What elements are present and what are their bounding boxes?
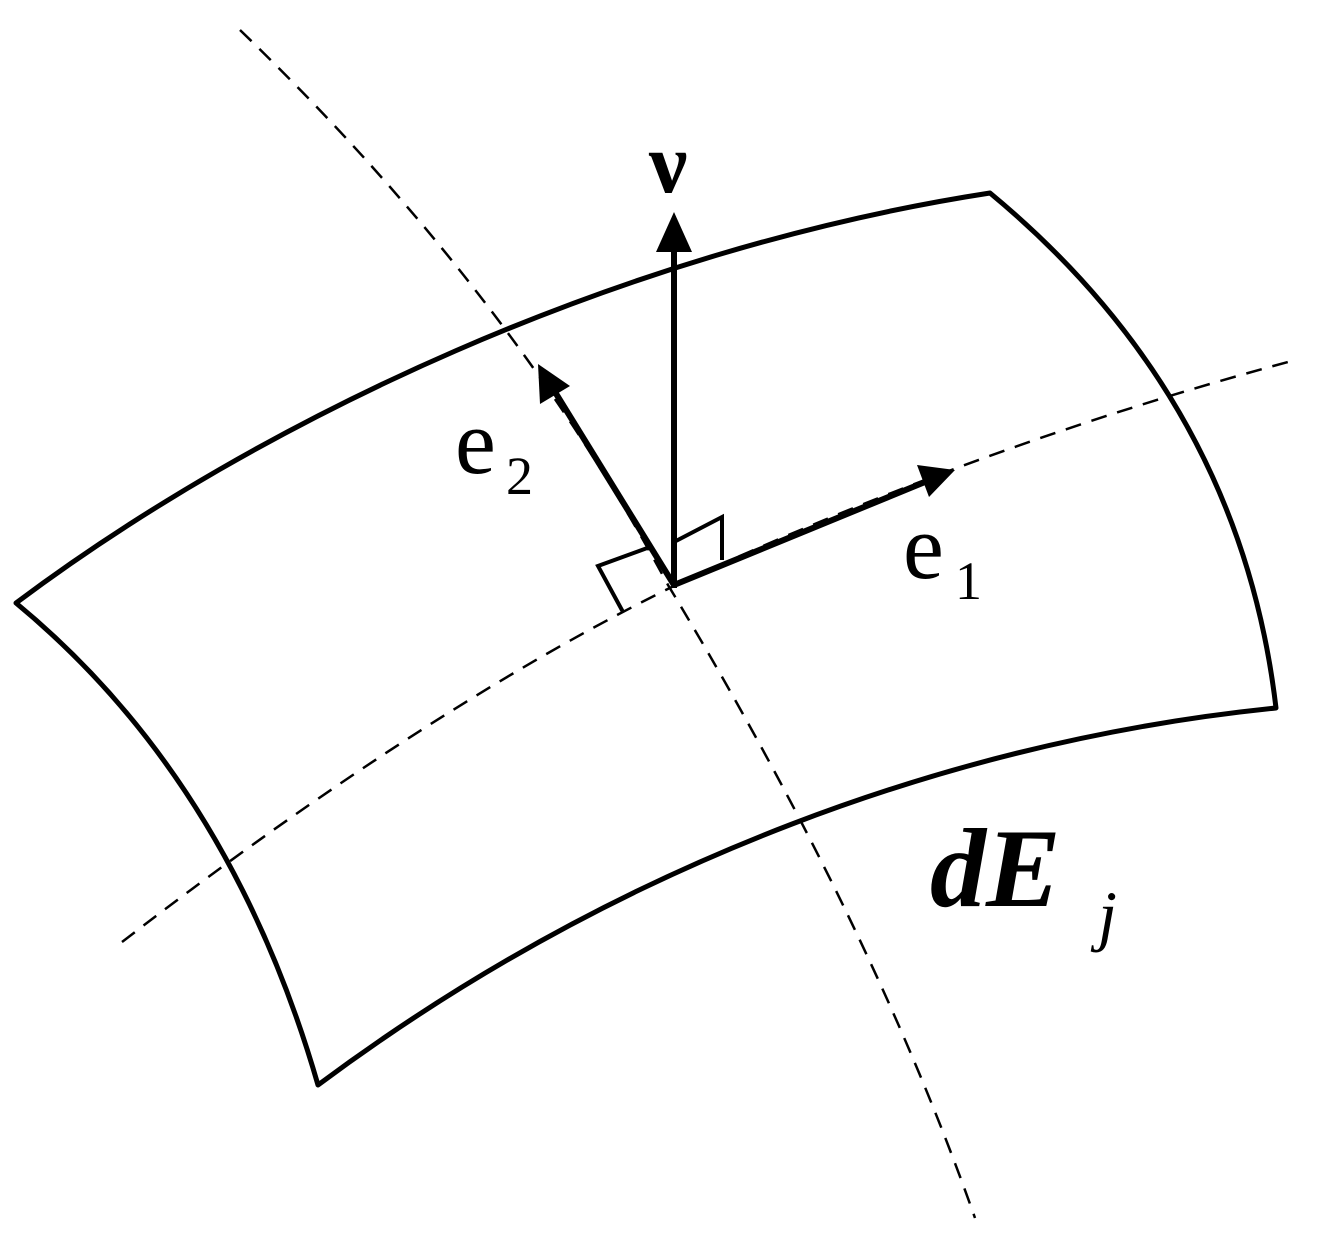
tangent-vector-e2-arrowhead	[538, 364, 570, 404]
label-surface-element: dE	[930, 807, 1061, 931]
label-e1: e	[903, 496, 944, 598]
normal-vector-nu-arrowhead	[656, 212, 692, 252]
tangent-vector-e2	[552, 390, 677, 587]
dashed-curve-e2-direction	[239, 29, 977, 1219]
tangent-vector-e1	[672, 479, 927, 588]
label-e2-subscript: 2	[506, 446, 533, 506]
label-e1-subscript: 1	[955, 551, 982, 611]
label-e2: e	[455, 391, 496, 493]
right-angle-marker-e2-e1	[595, 545, 651, 613]
tangent-vector-e1-arrowhead	[917, 465, 955, 497]
surface-patch-outline	[13, 190, 1279, 1088]
dashed-curve-e1-direction	[121, 360, 1289, 943]
right-angle-marker-e1-nu	[673, 513, 724, 560]
label-nu: ν	[648, 115, 687, 211]
label-surface-element-subscript: j	[1090, 877, 1117, 953]
